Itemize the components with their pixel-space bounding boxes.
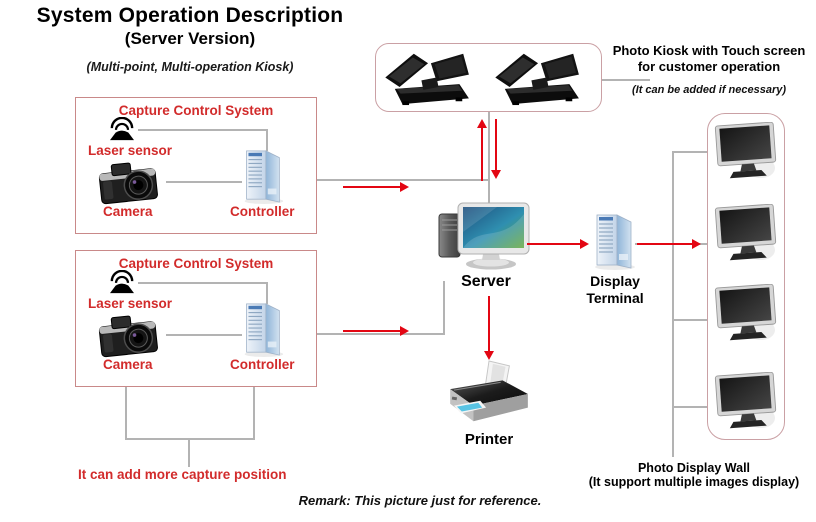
flow-arrow-server-to-printer [484, 296, 494, 360]
flow-arrow-server-to-terminal [527, 239, 589, 249]
monitor-icon [713, 122, 779, 180]
connector-line [253, 383, 255, 440]
kiosk-note: (It can be added if necessary) [631, 84, 787, 96]
dual-screen-kiosk-icon [492, 49, 586, 106]
connector-line [443, 281, 445, 335]
display-wall-caption: Photo Display Wall (It support multiple … [578, 461, 810, 490]
display-terminal-label-line2: Terminal [586, 289, 644, 306]
monitor-icon [713, 372, 779, 430]
controller-label: Controller [230, 204, 295, 219]
capture-box-title: Capture Control System [118, 103, 274, 118]
page-title: System Operation Description [36, 4, 344, 27]
connector-line [672, 406, 710, 408]
camera-label: Camera [103, 204, 153, 219]
display-wall-caption-line2: (It support multiple images display) [588, 475, 800, 490]
heading-block: System Operation Description (Server Ver… [10, 4, 370, 49]
photo-display-wall-box [707, 113, 785, 440]
display-wall-caption-line1: Photo Display Wall [637, 461, 751, 475]
camera-label: Camera [103, 357, 153, 372]
connector-line [600, 79, 650, 81]
display-terminal-tower-icon [589, 212, 637, 270]
dual-screen-kiosk-icon [382, 49, 476, 106]
connector-line [188, 438, 190, 467]
display-terminal-label: Display Terminal [568, 273, 662, 307]
connector-line [166, 334, 242, 336]
server-computer-icon [437, 202, 533, 270]
flow-arrow-terminal-to-wall [637, 239, 701, 249]
capture-box-title: Capture Control System [118, 256, 274, 271]
capture-extension-note: It can add more capture position [78, 467, 287, 482]
camera-icon [98, 159, 162, 205]
monitor-icon [713, 204, 779, 262]
photo-kiosk-box [375, 43, 602, 112]
connector-line [138, 129, 268, 131]
laser-sensor-label: Laser sensor [88, 143, 173, 158]
kiosk-caption-line2: for customer operation [637, 58, 781, 74]
kiosk-caption-line1: Photo Kiosk with Touch screen [612, 43, 806, 58]
connector-line [672, 151, 674, 457]
printer-label: Printer [464, 431, 514, 448]
camera-icon [98, 312, 162, 358]
tagline: (Multi-point, Multi-operation Kiosk) [86, 60, 294, 74]
printer-icon [444, 360, 534, 428]
remark-note: Remark: This picture just for reference. [298, 493, 542, 508]
connector-line [125, 383, 127, 440]
laser-sensor-label: Laser sensor [88, 296, 173, 311]
controller-label: Controller [230, 357, 295, 372]
capture-control-box-1: Capture Control System Laser sensor Came… [75, 97, 317, 234]
flow-arrow-capture1-to-server [343, 182, 409, 192]
server-label: Server [461, 273, 511, 290]
page-subtitle: (Server Version) [124, 29, 256, 48]
monitor-icon [713, 284, 779, 342]
connector-line [266, 129, 268, 151]
connector-line [672, 151, 710, 153]
flow-arrow-capture2-to-server [343, 326, 409, 336]
laser-sensor-icon [106, 270, 138, 294]
controller-tower-icon [238, 148, 286, 204]
connector-line [266, 282, 268, 304]
connector-line [290, 179, 489, 181]
connector-line [125, 438, 255, 440]
capture-control-box-2: Capture Control System Laser sensor Came… [75, 250, 317, 387]
flow-arrow-server-to-kiosk [477, 119, 487, 181]
flow-arrow-kiosk-to-server [491, 119, 501, 179]
display-terminal-label-line1: Display [590, 273, 640, 289]
controller-tower-icon [238, 301, 286, 357]
kiosk-caption: Photo Kiosk with Touch screen for custom… [606, 43, 812, 74]
connector-line [290, 333, 445, 335]
connector-line [672, 319, 710, 321]
laser-sensor-icon [106, 117, 138, 141]
connector-line [166, 181, 242, 183]
connector-line [488, 110, 490, 215]
connector-line [138, 282, 268, 284]
